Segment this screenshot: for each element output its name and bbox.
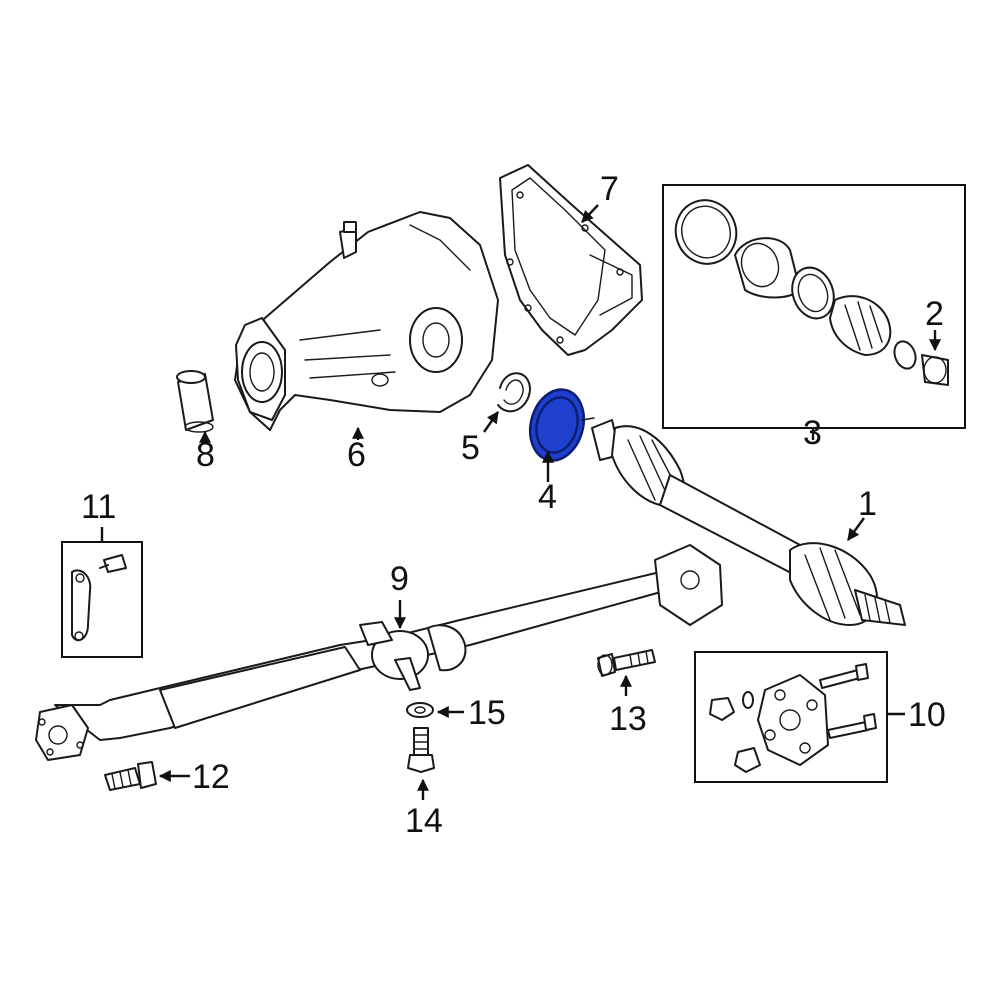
callout-5: 5 <box>461 429 480 467</box>
bolt-12[interactable] <box>104 761 157 791</box>
flex-disc-kit[interactable] <box>709 663 877 773</box>
callout-3: 3 <box>803 414 822 452</box>
differential-cover-gasket[interactable] <box>499 164 643 356</box>
boot-kit[interactable] <box>667 192 949 386</box>
driveshaft[interactable] <box>35 544 723 761</box>
bolt-13[interactable] <box>597 649 656 677</box>
differential-housing[interactable] <box>234 211 499 431</box>
snap-ring[interactable] <box>497 372 531 413</box>
callout-6: 6 <box>347 436 366 474</box>
flex-disc-group-box <box>694 651 888 783</box>
leader-lines <box>100 204 941 800</box>
bushing[interactable] <box>176 370 214 433</box>
callout-1: 1 <box>858 485 877 523</box>
callout-11: 11 <box>81 488 116 526</box>
callout-7: 7 <box>600 170 619 208</box>
axle-shaft-seal[interactable] <box>523 383 595 466</box>
strap-bracket[interactable] <box>71 554 127 642</box>
callout-9: 9 <box>390 560 409 598</box>
axle-shaft-assembly[interactable] <box>591 419 906 626</box>
callout-4: 4 <box>538 478 557 516</box>
callout-10: 10 <box>908 696 946 734</box>
bolt-14[interactable] <box>407 727 435 773</box>
callout-13: 13 <box>609 700 647 738</box>
callout-14: 14 <box>405 802 443 840</box>
callout-8: 8 <box>196 436 215 474</box>
washer-15[interactable] <box>406 702 434 718</box>
callout-15: 15 <box>468 694 506 732</box>
callout-2: 2 <box>925 295 944 333</box>
callout-12: 12 <box>192 758 230 796</box>
